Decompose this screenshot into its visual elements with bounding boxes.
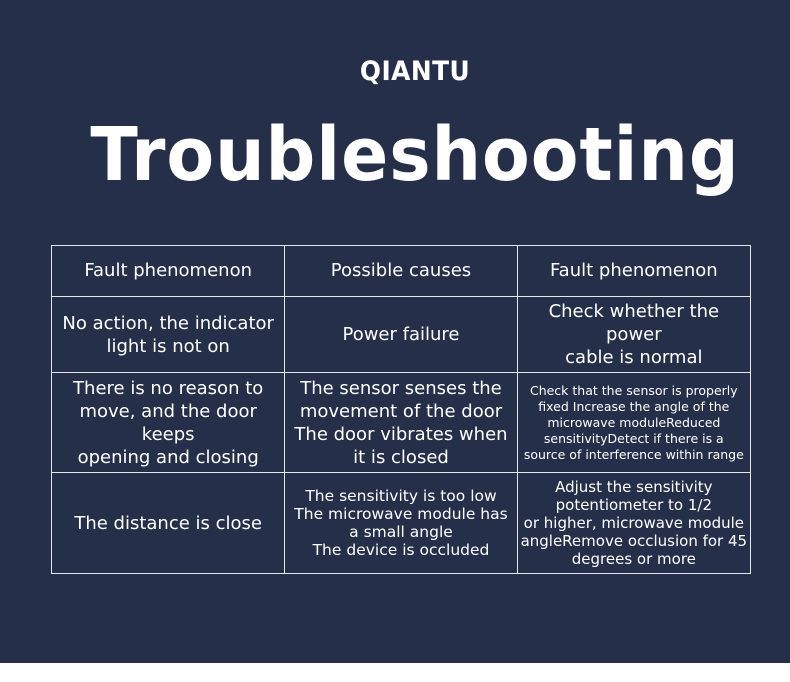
brand-name: QIANTU (359, 56, 471, 87)
cause-text: The sensitivity is too low The microwave… (294, 487, 508, 559)
fault-text: No action, the indicator light is not on (62, 312, 274, 357)
solution-cell: Check that the sensor is properly fixed … (516, 372, 752, 473)
solution-text: Adjust the sensitivity potentiometer to … (520, 478, 748, 568)
cause-text: The sensor senses the movement of the do… (294, 377, 508, 468)
table-row: There is no reason to move, and the door… (50, 372, 752, 473)
troubleshooting-table: Fault phenomenon Possible causes Fault p… (50, 245, 752, 574)
cause-cell: The sensitivity is too low The microwave… (284, 472, 518, 574)
solution-text: Check that the sensor is properly fixed … (523, 382, 744, 462)
page-title: Troubleshooting (90, 112, 740, 198)
fault-text: The distance is close (74, 512, 262, 534)
fault-text: There is no reason to move, and the door… (73, 377, 264, 468)
cause-text: Power failure (342, 324, 460, 345)
header-possible-causes: Possible causes (284, 245, 518, 297)
solution-cell: Adjust the sensitivity potentiometer to … (516, 472, 752, 574)
cause-cell: Power failure (284, 296, 518, 373)
solution-cell: Check whether the power cable is normal (516, 296, 752, 373)
table-header-row: Fault phenomenon Possible causes Fault p… (50, 245, 752, 297)
fault-cell: There is no reason to move, and the door… (50, 372, 286, 473)
table-row: No action, the indicator light is not on… (50, 296, 752, 373)
cause-cell: The sensor senses the movement of the do… (284, 372, 518, 473)
solution-text: Check whether the power cable is normal (548, 301, 720, 368)
fault-cell: The distance is close (50, 472, 286, 574)
troubleshooting-panel: QIANTU Troubleshooting Fault phenomenon … (0, 0, 790, 663)
header-fault-phenomenon: Fault phenomenon (50, 245, 286, 297)
table-row: The distance is close The sensitivity is… (50, 472, 752, 574)
header-solution: Fault phenomenon (516, 245, 752, 297)
fault-cell: No action, the indicator light is not on (50, 296, 286, 373)
